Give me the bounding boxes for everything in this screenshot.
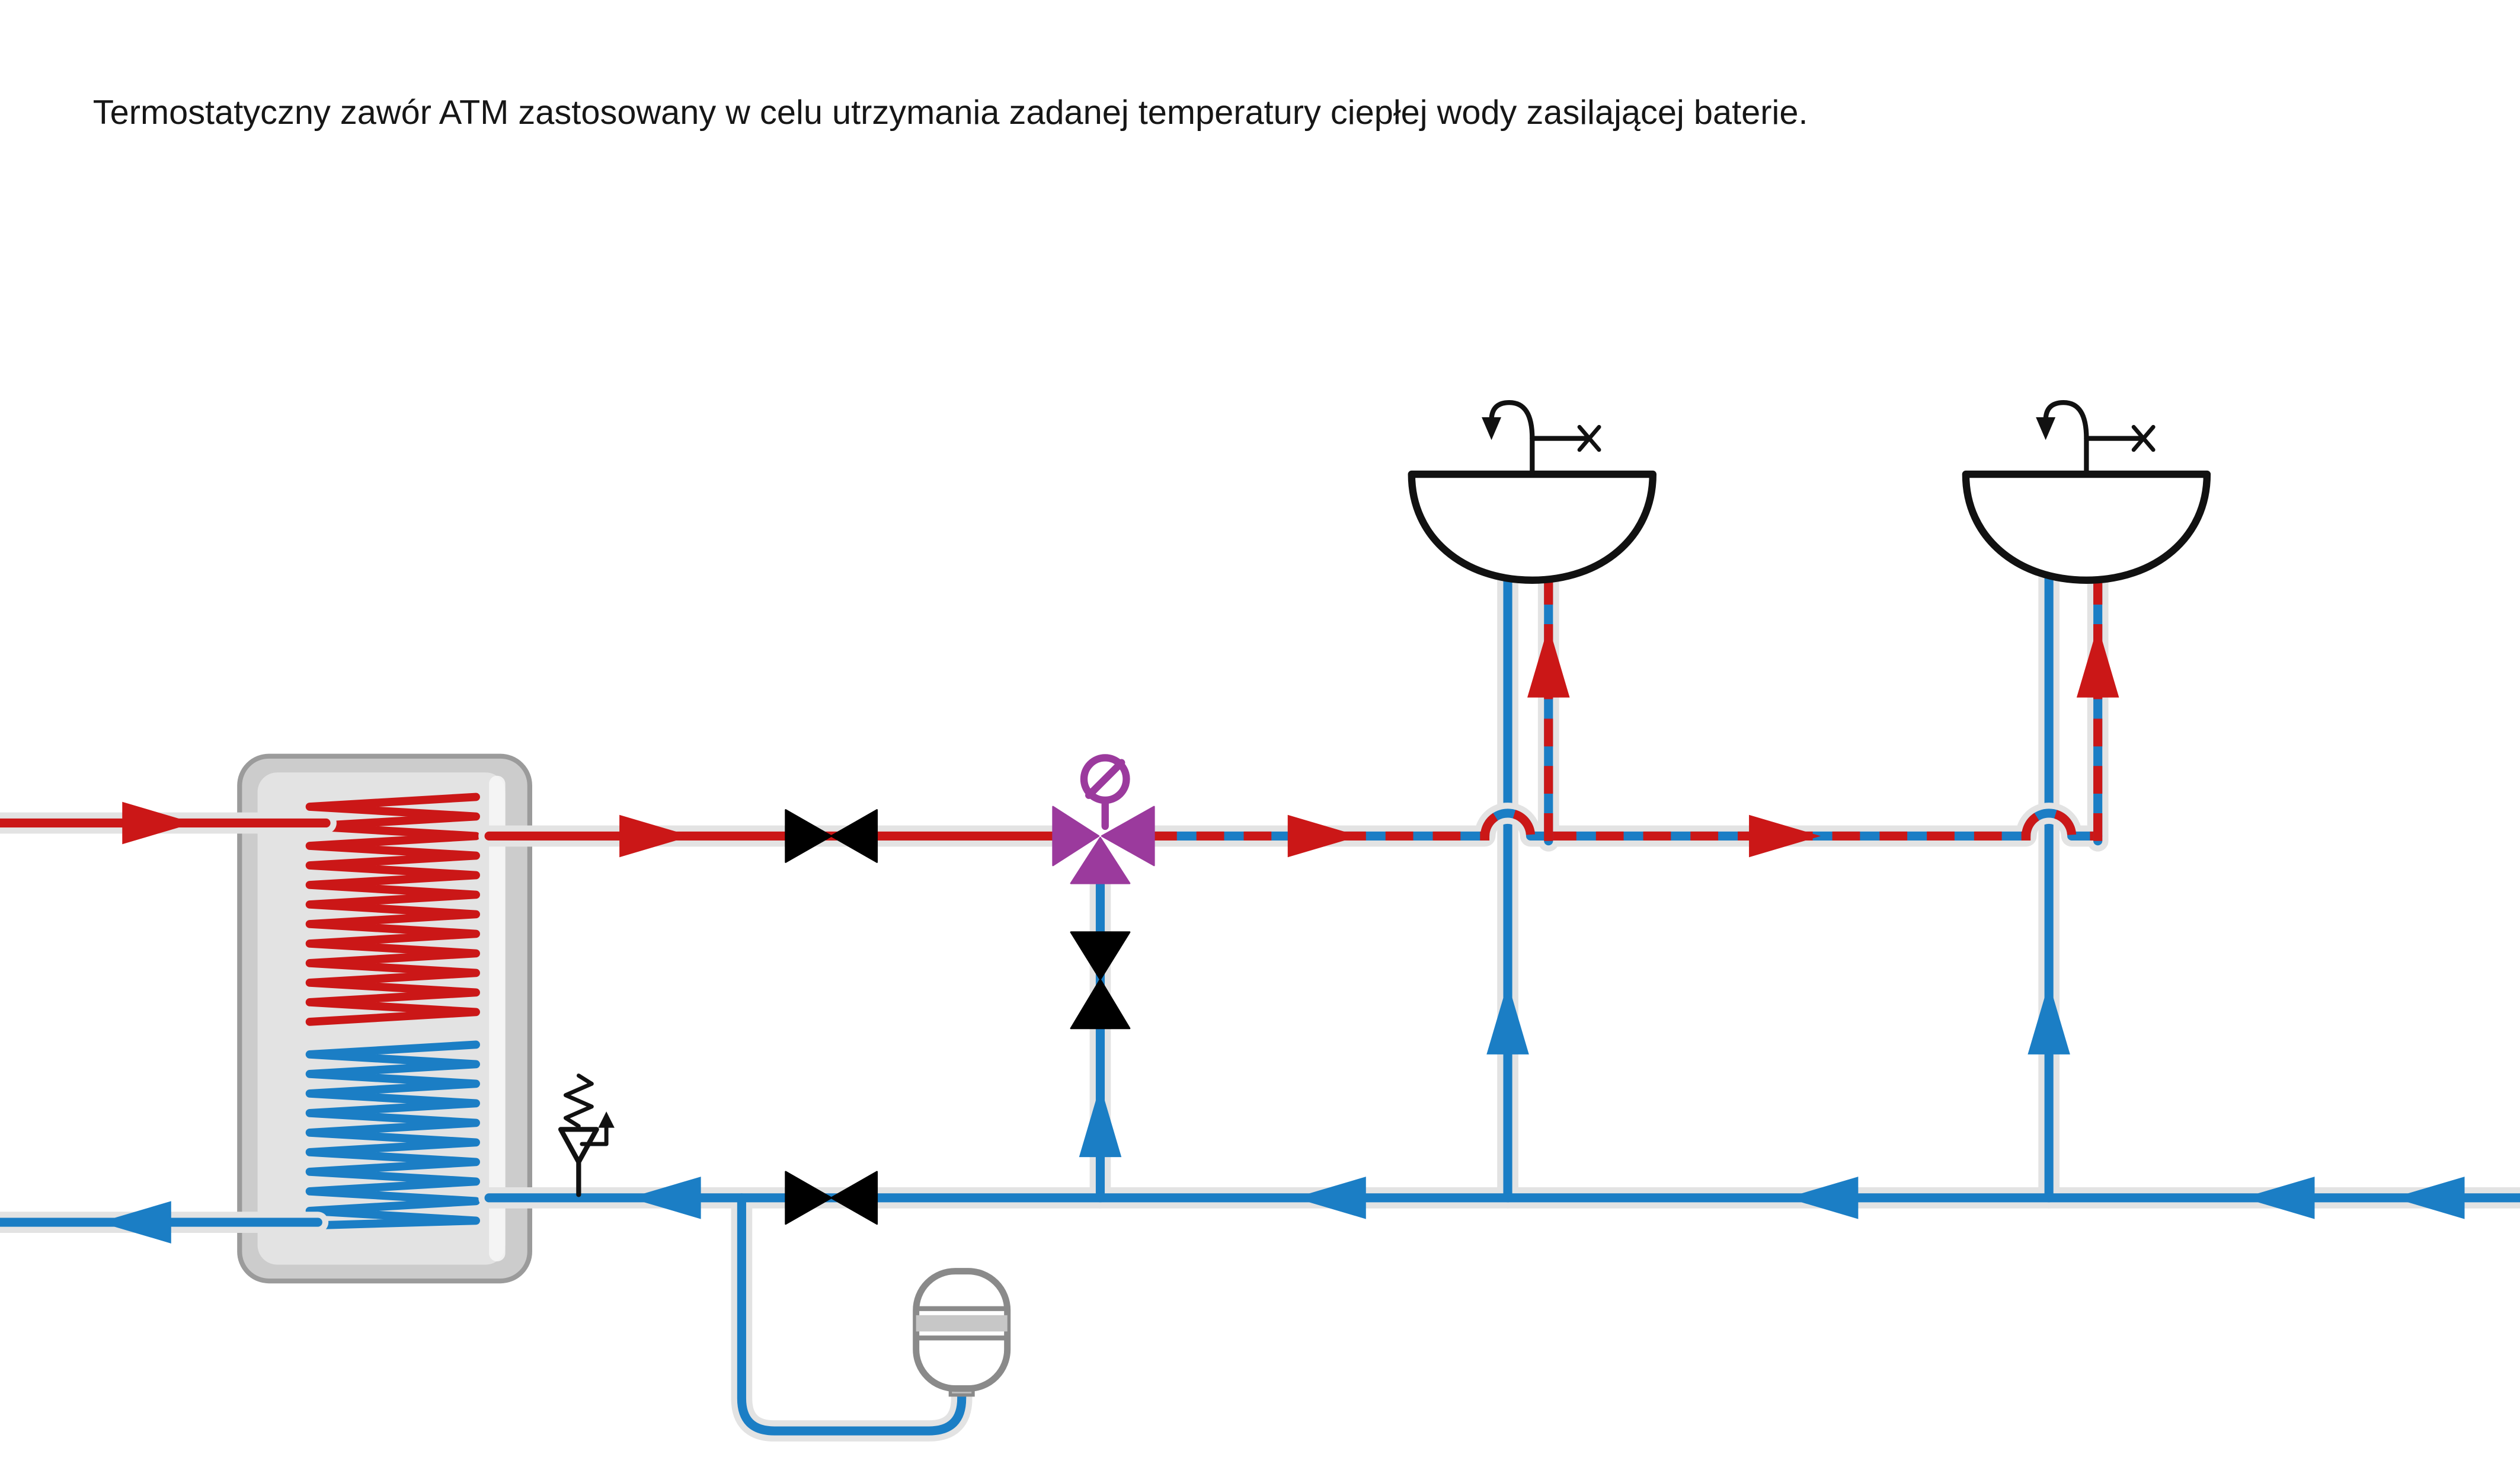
basin [1962, 470, 2211, 584]
cold-flow-arrow [99, 1201, 171, 1244]
tap-stem [1530, 436, 1590, 477]
storage-tank-icon [237, 753, 532, 1284]
heating-coil-hot-icon [305, 792, 480, 1026]
shutoff-valve-hot-icon [785, 809, 878, 863]
basin [1408, 470, 1657, 584]
tap-handle-icon [2131, 424, 2156, 452]
sink-icon [1408, 400, 1657, 584]
valve-port-left [1052, 806, 1100, 867]
expansion-vessel-pipe [737, 1193, 967, 1436]
valve-half [1070, 931, 1131, 980]
tap-spout-tip [1482, 417, 1502, 440]
cold-flow-arrow [2393, 1177, 2465, 1219]
cold-flow-arrow [629, 1177, 701, 1219]
tap-handle-icon [1577, 424, 1601, 452]
valve-port-right [1101, 806, 1155, 867]
mixed-line-dash [1149, 808, 2098, 841]
tap-spout [2043, 400, 2089, 441]
valve-discharge-arm [580, 1122, 609, 1146]
valve-discharge-arrow [598, 1111, 615, 1128]
mixed-water-line [1139, 566, 2109, 852]
heating-coil-cold-icon [305, 1040, 480, 1230]
tap-spout [1489, 400, 1535, 441]
mixed-flow-arrow [1527, 625, 1570, 698]
diagram-title: Termostatyczny zawór ATM zastosowany w c… [93, 94, 1808, 132]
sink-icon [1962, 400, 2211, 584]
hot-flow-arrow [122, 801, 194, 845]
thermostatic-mixing-valve-icon [1052, 754, 1155, 884]
hot-flow-arrow [619, 814, 692, 858]
cold-flow-arrow [1486, 982, 1529, 1054]
mixed-flow-arrow [1749, 814, 1821, 858]
shutoff-valve-branch-icon [1070, 931, 1131, 1030]
tap-spout-tip [2036, 417, 2056, 440]
safety-relief-valve-icon [558, 1073, 615, 1197]
cold-flow-arrow [1294, 1177, 1366, 1219]
expansion-vessel-icon [913, 1268, 1011, 1397]
tap-stem [2084, 436, 2145, 477]
vessel-band [916, 1315, 1008, 1332]
mixed-flow-arrow [1287, 814, 1360, 858]
shutoff-valve-cold-icon [785, 1171, 878, 1225]
cold-flow-arrow [1079, 1085, 1122, 1158]
cold-flow-arrow [2243, 1177, 2315, 1219]
mixed-flow-arrow [2076, 625, 2119, 698]
valve-half [830, 809, 878, 863]
valve-half [1070, 979, 1131, 1030]
thermostatic-head-slash [1085, 759, 1125, 799]
valve-spring-icon [563, 1073, 594, 1129]
cold-flow-arrow [2027, 982, 2070, 1054]
valve-port-bottom [1070, 836, 1131, 884]
tank-highlight [489, 775, 506, 1262]
cold-flow-arrow [1786, 1177, 1859, 1219]
valve-half [785, 1171, 833, 1225]
valve-half [830, 1171, 878, 1225]
valve-half [785, 809, 833, 863]
